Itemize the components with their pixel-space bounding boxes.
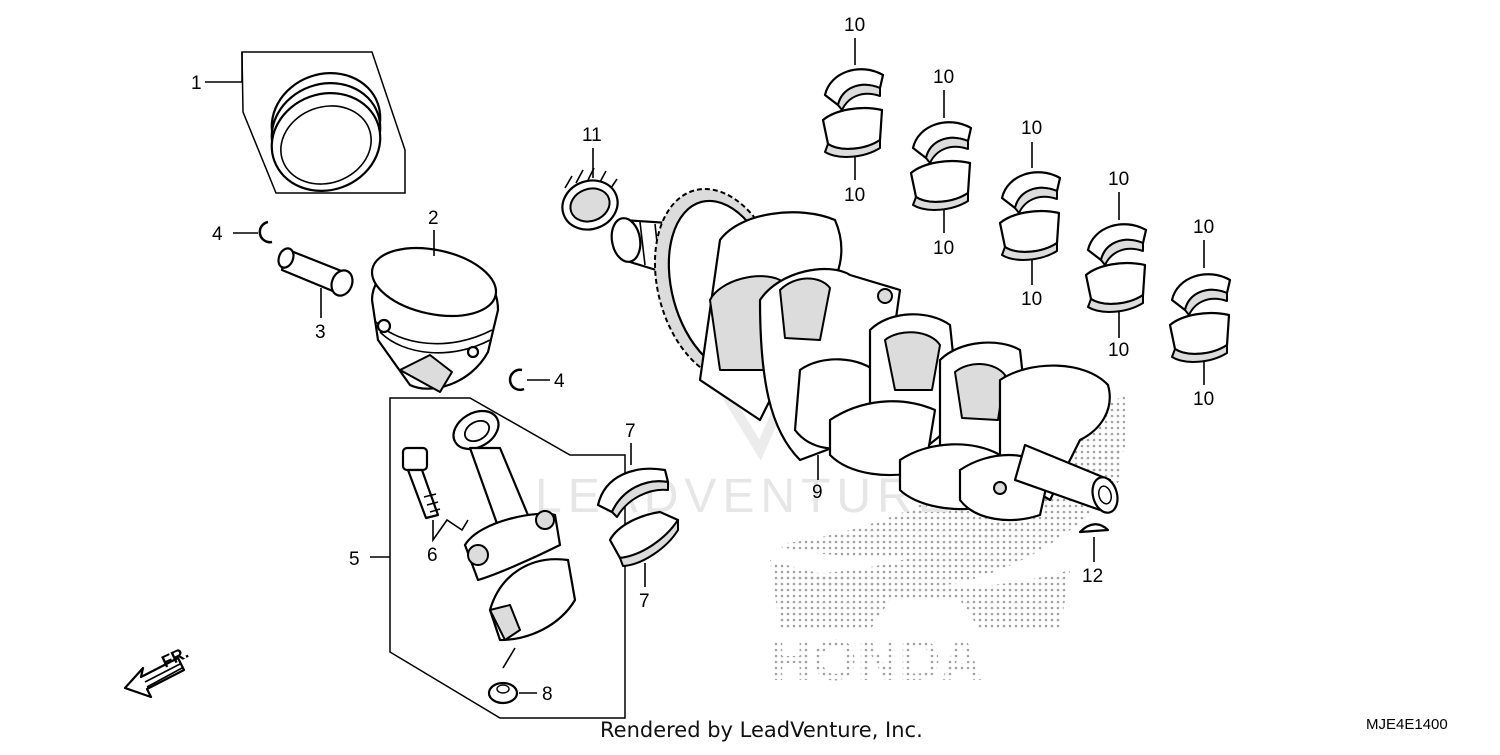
callout-11: 11 [582,125,602,146]
piston-pin-clip-lower [508,368,525,392]
callout-12: 12 [1082,566,1103,587]
main-bearing-pair-2 [909,121,973,211]
callout-10: 10 [1193,389,1214,410]
connecting-rod-nut [487,681,519,705]
crankshaft [610,187,1119,522]
main-bearing-pair-4 [1084,223,1148,313]
connecting-rod-cap [488,558,577,642]
callout-10: 10 [844,185,865,206]
main-bearing-pair-1 [821,68,885,158]
callout-10: 10 [1021,118,1042,139]
piston-ring-set [241,51,406,194]
front-direction-arrow-icon: FR. [123,643,192,699]
diagram-code: MJE4E1400 [1366,716,1448,733]
needle-bearing [561,167,619,231]
callout-10: 10 [1108,340,1129,361]
connecting-rod-bolt [401,446,441,520]
piston [370,246,500,393]
callout-1: 1 [191,73,202,94]
callout-10: 10 [933,238,954,259]
callout-10: 10 [844,15,865,36]
watermark-brand: HONDA [770,628,983,693]
main-bearing-pair-5 [1168,273,1232,363]
callout-6: 6 [427,545,438,566]
callout-7-lower: 7 [639,591,650,612]
crankpin-bearing-lower [608,510,680,567]
callout-8: 8 [542,684,553,705]
callout-2: 2 [428,208,439,229]
callout-4-lower: 4 [554,371,565,392]
piston-pin-clip-upper [258,220,273,244]
crankshaft-key [1078,523,1110,534]
connecting-rod-group-outline [389,397,626,719]
callout-10: 10 [1193,217,1214,238]
callout-7-upper: 7 [625,421,636,442]
callout-10: 10 [1108,169,1129,190]
main-bearing-pair-3 [998,171,1062,261]
piston-pin [277,247,354,297]
callout-10: 10 [1021,289,1042,310]
callout-10: 10 [933,67,954,88]
callout-4-upper: 4 [212,224,223,245]
callout-3: 3 [315,322,326,343]
render-credit: Rendered by LeadVenture, Inc. [600,718,923,742]
crankpin-bearing-upper [596,467,670,518]
callout-labels: 1 2 3 4 4 5 6 7 7 8 9 11 12 10 10 10 10 … [191,15,1214,705]
callout-9: 9 [812,482,823,503]
connecting-rod [452,409,562,582]
callout-5: 5 [349,549,360,570]
watermark-text: LEADVENTURE [535,470,956,523]
